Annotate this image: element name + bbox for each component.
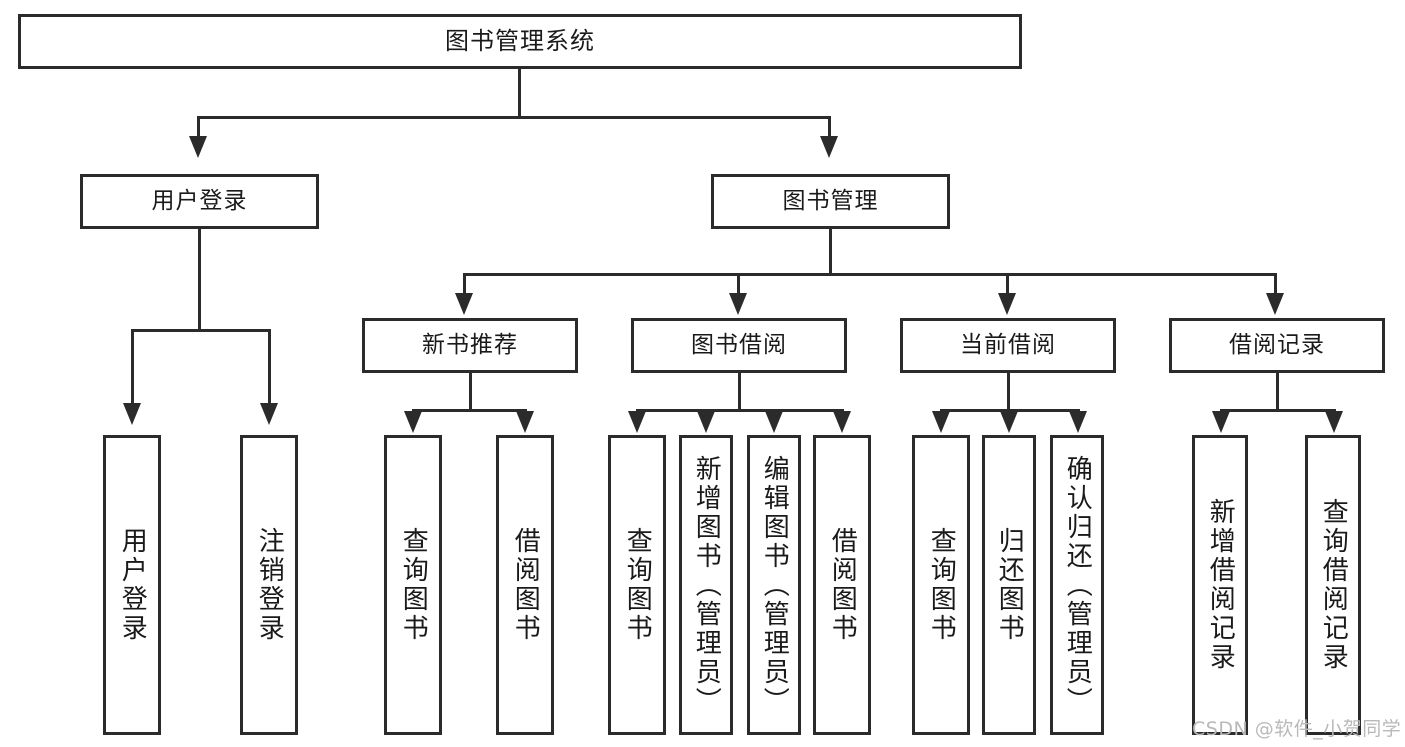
connector-book-borrow-bus — [636, 409, 844, 412]
node-label: 图书管理 — [782, 188, 879, 215]
connector-user-login-drop-2 — [268, 329, 271, 407]
arrow-root-to-book-mgmt — [820, 136, 838, 158]
leaf-book-borrow-edit[interactable]: 编辑图书（管理员） — [747, 435, 801, 735]
connector-user-login-drop-1 — [131, 329, 134, 407]
arrow-bm-to-new-book — [455, 293, 473, 315]
connector-borrow-record-bus — [1220, 409, 1336, 412]
connector-borrow-record-stem — [1276, 373, 1279, 409]
node-new-book-recommend[interactable]: 新书推荐 — [362, 318, 578, 373]
leaf-user-login-logout[interactable]: 注销登录 — [240, 435, 298, 735]
arrow-bb-leaf-3 — [765, 411, 783, 433]
node-label: 用户登录 — [151, 188, 248, 215]
arrow-root-to-user-login — [189, 136, 207, 158]
leaf-current-borrow-confirm[interactable]: 确认归还（管理员） — [1050, 435, 1104, 735]
leaf-label: 查询借阅记录 — [1318, 498, 1349, 672]
node-label: 新书推荐 — [422, 332, 518, 359]
connector-user-login-bus — [131, 329, 268, 332]
arrow-user-login-leaf-2 — [260, 403, 278, 425]
arrow-nb-leaf-1 — [404, 411, 422, 433]
connector-current-borrow-stem — [1007, 373, 1010, 409]
connector-bm-drop-new-book — [463, 273, 466, 297]
leaf-borrow-record-add[interactable]: 新增借阅记录 — [1192, 435, 1248, 735]
leaf-label: 新增借阅记录 — [1205, 498, 1236, 672]
arrow-bb-leaf-4 — [833, 411, 851, 433]
leaf-current-borrow-return[interactable]: 归还图书 — [982, 435, 1036, 735]
leaf-label: 确认归还（管理员） — [1062, 454, 1093, 716]
leaf-label: 用户登录 — [117, 527, 148, 643]
arrow-br-leaf-2 — [1325, 411, 1343, 433]
arrow-bm-to-record — [1266, 293, 1284, 315]
node-label: 图书借阅 — [691, 332, 787, 359]
leaf-label: 新增图书（管理员） — [691, 454, 722, 716]
connector-user-login-stem — [198, 229, 201, 329]
leaf-new-book-borrow[interactable]: 借阅图书 — [496, 435, 554, 735]
connector-root-stem — [518, 69, 521, 116]
connector-book-borrow-stem — [738, 373, 741, 409]
connector-book-mgmt-bus — [463, 273, 1277, 276]
leaf-user-login-login[interactable]: 用户登录 — [103, 435, 161, 735]
node-user-login[interactable]: 用户登录 — [80, 174, 319, 229]
arrow-bm-to-current — [998, 293, 1016, 315]
leaf-label: 查询图书 — [398, 527, 429, 643]
leaf-label: 归还图书 — [994, 527, 1025, 643]
connector-bm-drop-borrow — [737, 273, 740, 297]
arrow-cb-leaf-3 — [1069, 411, 1087, 433]
leaf-label: 注销登录 — [254, 527, 285, 643]
arrow-bb-leaf-1 — [628, 411, 646, 433]
node-current-borrow[interactable]: 当前借阅 — [900, 318, 1116, 373]
connector-bm-drop-record — [1274, 273, 1277, 297]
connector-root-to-user-login — [197, 116, 200, 140]
node-borrow-record[interactable]: 借阅记录 — [1169, 318, 1385, 373]
arrow-cb-leaf-1 — [932, 411, 950, 433]
connector-new-book-stem — [469, 373, 472, 409]
arrow-br-leaf-1 — [1212, 411, 1230, 433]
leaf-new-book-query[interactable]: 查询图书 — [384, 435, 442, 735]
leaf-label: 编辑图书（管理员） — [759, 454, 790, 716]
node-label: 当前借阅 — [960, 332, 1056, 359]
leaf-book-borrow-lend[interactable]: 借阅图书 — [813, 435, 871, 735]
leaf-label: 借阅图书 — [827, 527, 858, 643]
connector-bm-drop-current — [1006, 273, 1009, 297]
leaf-current-borrow-query[interactable]: 查询图书 — [912, 435, 970, 735]
arrow-nb-leaf-2 — [516, 411, 534, 433]
leaf-label: 查询图书 — [926, 527, 957, 643]
arrow-user-login-leaf-1 — [123, 403, 141, 425]
arrow-bb-leaf-2 — [697, 411, 715, 433]
node-label: 借阅记录 — [1229, 332, 1325, 359]
arrow-cb-leaf-2 — [1000, 411, 1018, 433]
node-book-management[interactable]: 图书管理 — [711, 174, 950, 229]
node-root-system[interactable]: 图书管理系统 — [18, 14, 1022, 69]
connector-book-mgmt-stem — [829, 229, 832, 273]
leaf-book-borrow-query[interactable]: 查询图书 — [608, 435, 666, 735]
node-label: 图书管理系统 — [445, 26, 595, 55]
connector-root-to-book-mgmt — [828, 116, 831, 140]
connector-new-book-bus — [412, 409, 527, 412]
leaf-label: 查询图书 — [622, 527, 653, 643]
connector-root-bus — [197, 116, 831, 119]
leaf-borrow-record-query[interactable]: 查询借阅记录 — [1305, 435, 1361, 735]
leaf-label: 借阅图书 — [510, 527, 541, 643]
arrow-bm-to-borrow — [729, 293, 747, 315]
node-book-borrow[interactable]: 图书借阅 — [631, 318, 847, 373]
leaf-book-borrow-add[interactable]: 新增图书（管理员） — [679, 435, 733, 735]
